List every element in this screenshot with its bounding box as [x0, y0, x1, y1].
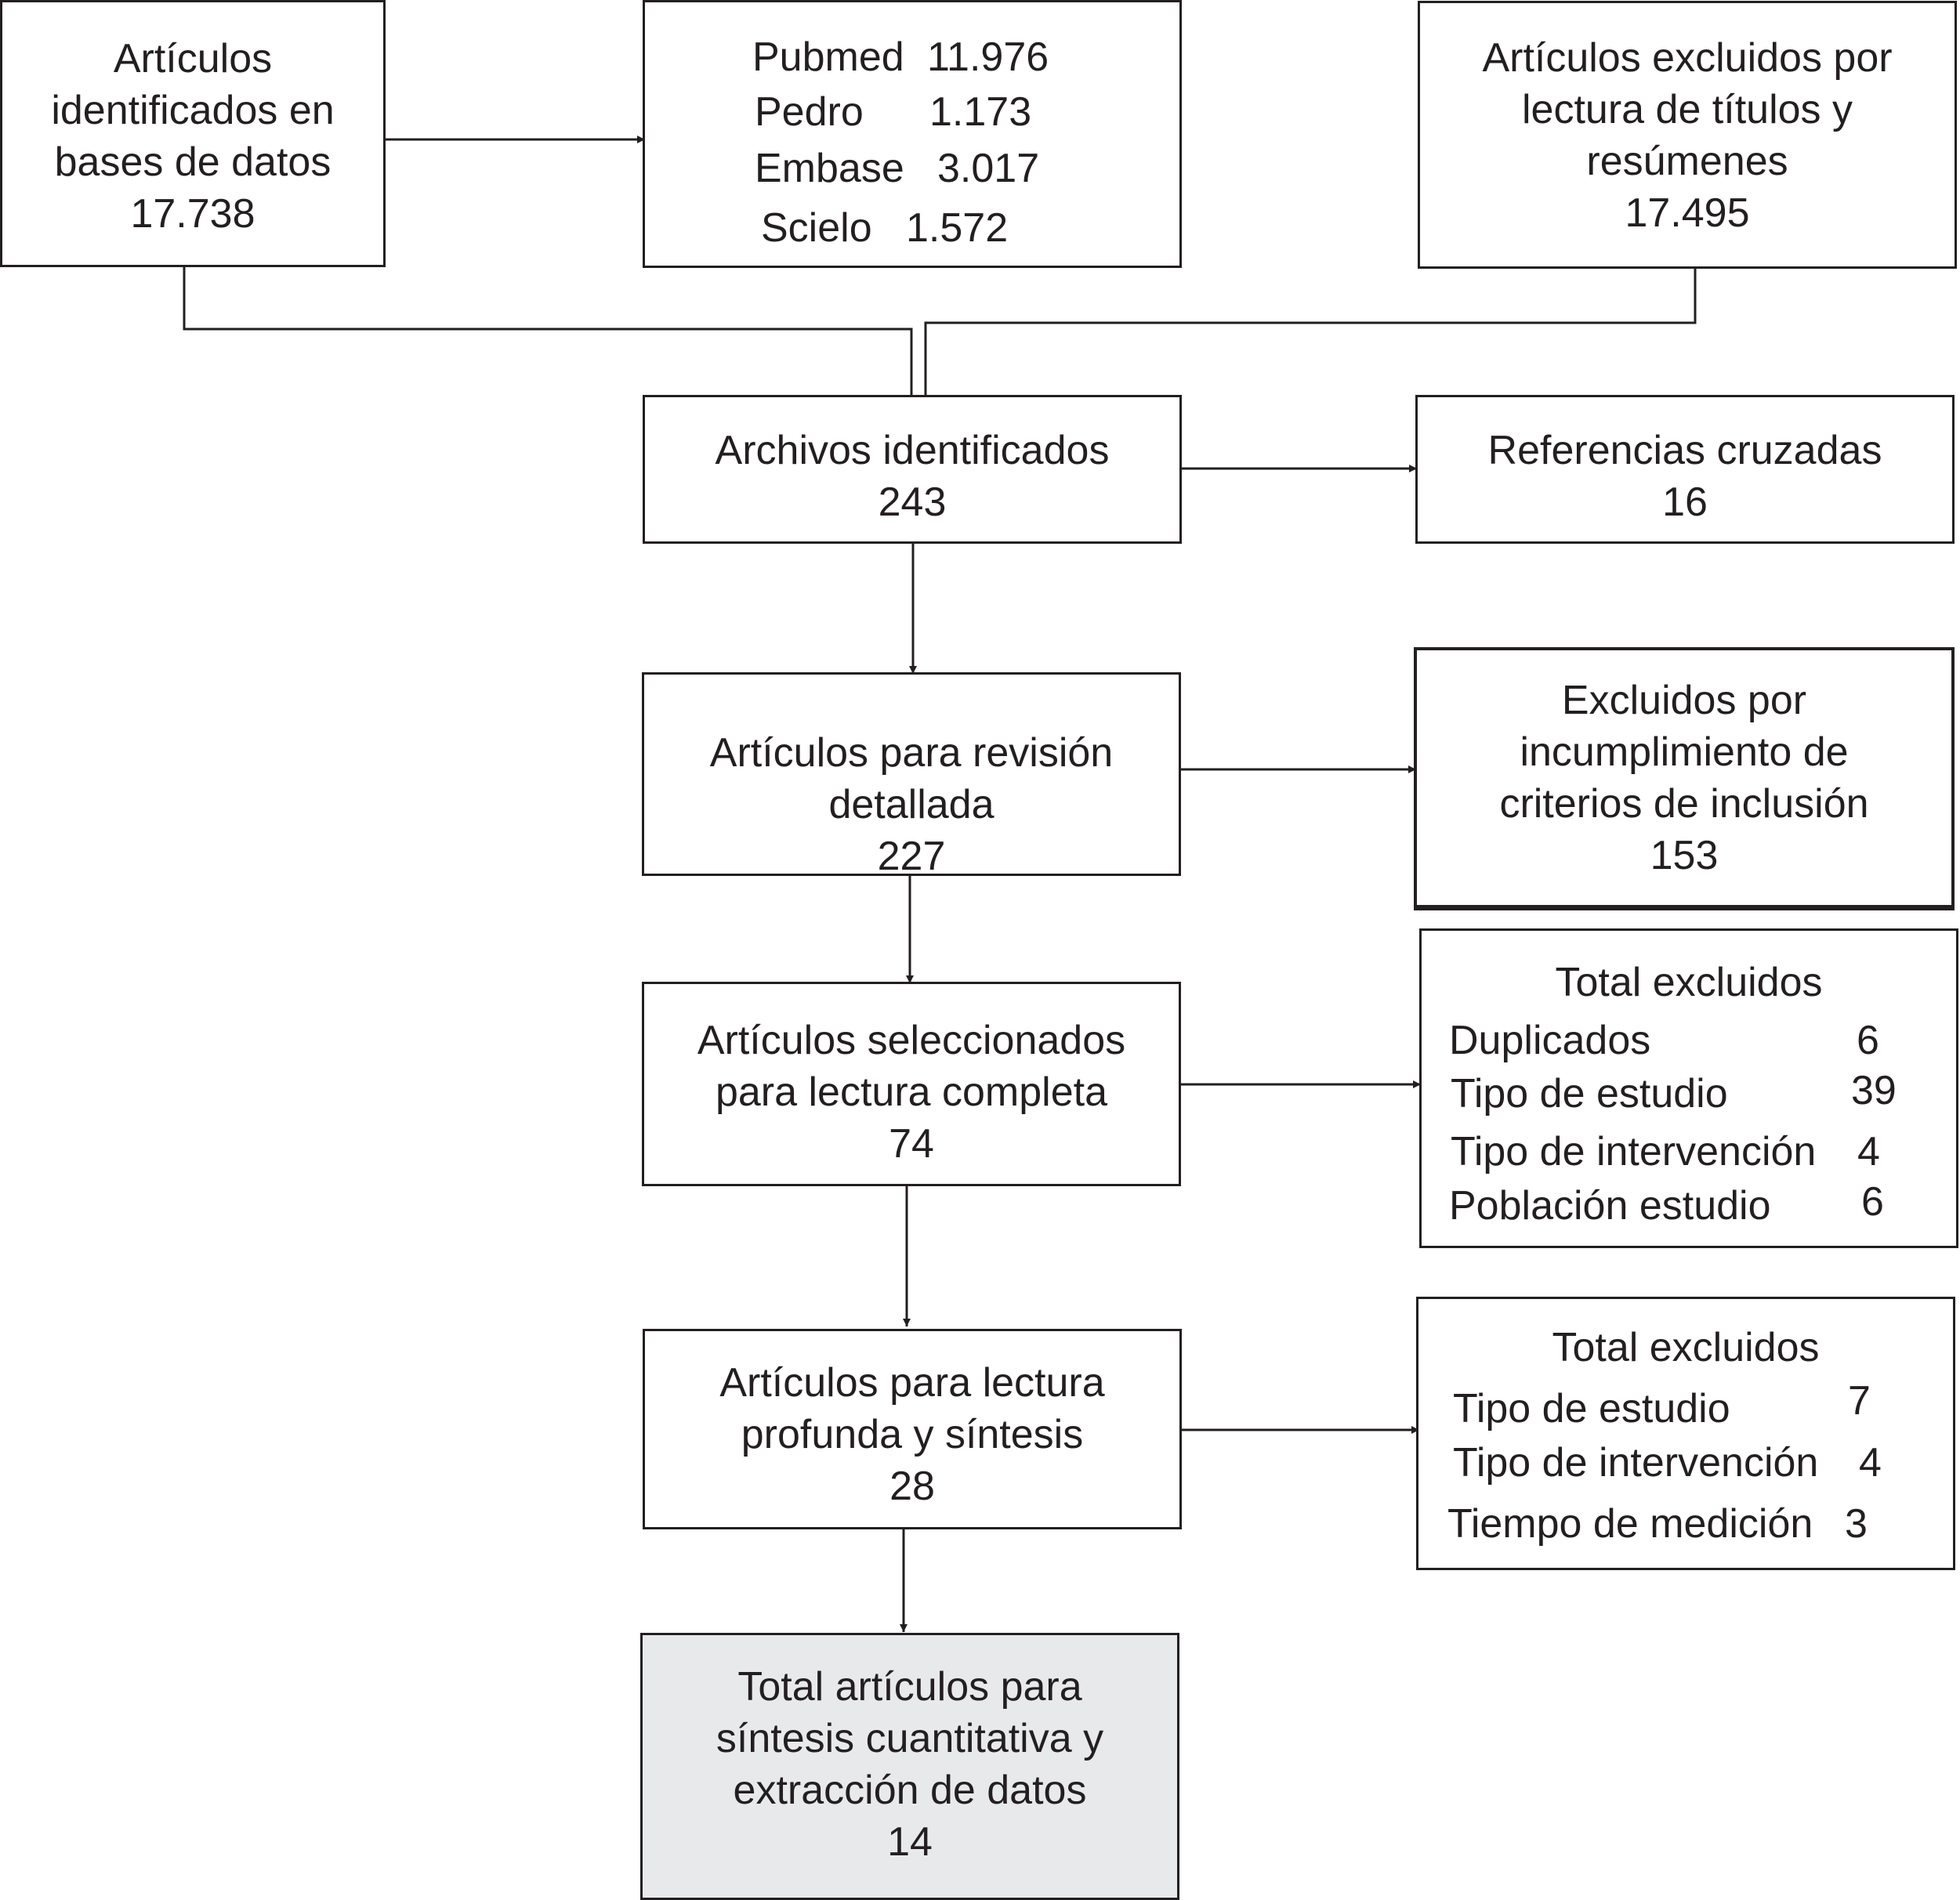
full-reading-count: 74	[889, 1121, 934, 1167]
final-count: 14	[887, 1819, 933, 1865]
excluded-full-count-poblacion: 6	[1861, 1179, 1884, 1225]
identified-line-2: identificados en	[51, 88, 335, 133]
detailed-review-box: Artículos para revisión detallada 227	[642, 672, 1181, 879]
cross-references-count: 16	[1662, 480, 1708, 525]
excluded-full-count-tipo-estudio: 39	[1851, 1068, 1897, 1113]
excluded-titles-count: 17.495	[1625, 190, 1750, 236]
excluded-deep-count-tipo-estudio: 7	[1848, 1378, 1871, 1424]
connector-identified-to-files	[183, 266, 913, 395]
detailed-review-line-2: detallada	[828, 782, 994, 827]
databases-box: Pubmed 11.976 Pedro 1.173 Embase 3.017 S…	[643, 0, 1182, 268]
excluded-full-label-duplicados: Duplicados	[1449, 1018, 1651, 1063]
excluded-deep-label-tiempo-medicion: Tiempo de medición	[1447, 1501, 1813, 1547]
identified-line-3: bases de datos	[54, 139, 331, 185]
excluded-criteria-count: 153	[1650, 833, 1719, 878]
excluded-full-label-poblacion: Población estudio	[1449, 1183, 1771, 1229]
files-identified-count: 243	[878, 480, 947, 525]
excluded-full-label-tipo-estudio: Tipo de estudio	[1451, 1071, 1728, 1116]
excluded-titles-line-3: resúmenes	[1586, 139, 1788, 184]
deep-reading-line-1: Artículos para lectura	[719, 1360, 1105, 1406]
excluded-criteria-line-1: Excluidos por	[1561, 678, 1807, 723]
cross-references-label: Referencias cruzadas	[1487, 428, 1882, 473]
full-reading-line-2: para lectura completa	[715, 1069, 1108, 1115]
database-count-scielo: 1.572	[906, 205, 1009, 251]
full-reading-line-1: Artículos seleccionados	[697, 1018, 1126, 1063]
database-count-pedro: 1.173	[929, 89, 1032, 135]
excluded-titles-line-2: lectura de títulos y	[1522, 87, 1853, 132]
detailed-review-count: 227	[877, 834, 946, 879]
excluded-titles-box: Artículos excluidos por lectura de títul…	[1418, 1, 1957, 269]
database-count-pubmed: 11.976	[927, 34, 1049, 80]
excluded-deep-box: Total excluidos Tipo de estudio 7 Tipo d…	[1416, 1297, 1955, 1570]
excluded-full-count-tipo-intervencion: 4	[1857, 1129, 1880, 1174]
excluded-deep-title: Total excluidos	[1552, 1325, 1820, 1370]
database-name-pubmed: Pubmed	[752, 34, 904, 80]
detailed-review-line-1: Artículos para revisión	[709, 730, 1114, 776]
identified-box: Artículos identificados en bases de dato…	[0, 0, 386, 267]
identified-count: 17.738	[130, 191, 255, 237]
excluded-deep-count-tiempo-medicion: 3	[1845, 1501, 1868, 1547]
excluded-full-label-tipo-intervencion: Tipo de intervención	[1451, 1129, 1817, 1174]
final-box: Total artículos para síntesis cuantitati…	[640, 1633, 1179, 1900]
full-reading-box: Artículos seleccionados para lectura com…	[642, 982, 1181, 1186]
identified-line-1: Artículos	[113, 36, 273, 81]
deep-reading-line-2: profunda y síntesis	[741, 1412, 1084, 1457]
database-name-embase: Embase	[755, 146, 904, 191]
excluded-full-title: Total excluidos	[1555, 960, 1823, 1005]
final-line-2: síntesis cuantitativa y	[716, 1716, 1104, 1761]
excluded-criteria-box: Excluidos por incumplimiento de criterio…	[1414, 647, 1955, 908]
database-name-scielo: Scielo	[761, 205, 872, 251]
connector-excluded-titles-to-files	[924, 265, 1697, 395]
cross-references-box: Referencias cruzadas 16	[1415, 395, 1955, 544]
files-identified-box: Archivos identificados 243	[643, 395, 1182, 544]
database-name-pedro: Pedro	[755, 89, 864, 135]
database-count-embase: 3.017	[937, 146, 1040, 191]
excluded-deep-label-tipo-intervencion: Tipo de intervención	[1453, 1440, 1819, 1486]
excluded-full-box: Total excluidos Duplicados 6 Tipo de est…	[1419, 928, 1958, 1248]
files-identified-label: Archivos identificados	[715, 428, 1110, 473]
excluded-deep-count-tipo-intervencion: 4	[1859, 1440, 1882, 1486]
final-line-3: extracción de datos	[733, 1768, 1087, 1813]
deep-reading-box: Artículos para lectura profunda y síntes…	[643, 1329, 1182, 1529]
excluded-full-count-duplicados: 6	[1857, 1018, 1879, 1063]
deep-reading-count: 28	[889, 1464, 935, 1509]
excluded-deep-label-tipo-estudio: Tipo de estudio	[1453, 1386, 1730, 1431]
excluded-criteria-line-2: incumplimiento de	[1520, 729, 1849, 775]
final-line-1: Total artículos para	[737, 1664, 1082, 1710]
excluded-titles-line-1: Artículos excluidos por	[1482, 35, 1893, 81]
excluded-criteria-line-3: criterios de inclusión	[1499, 781, 1869, 827]
